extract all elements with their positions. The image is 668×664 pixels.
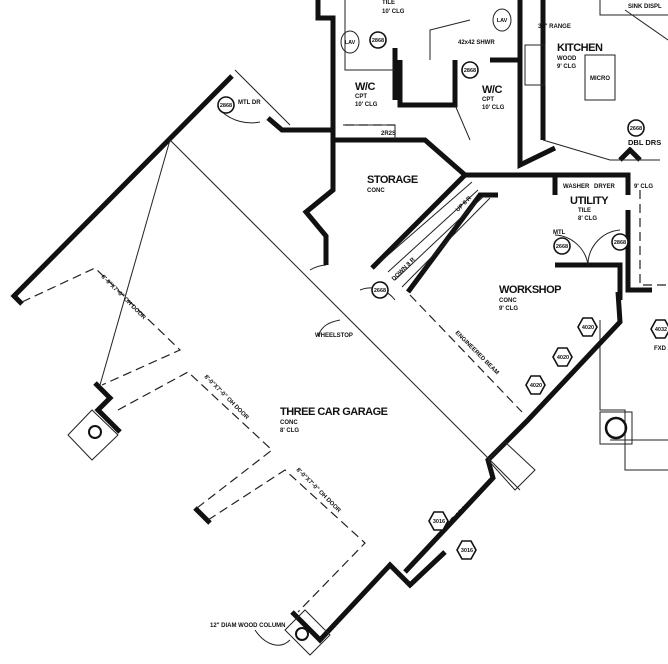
engineered-beam-line (409, 294, 523, 413)
svg-text:2868: 2868 (220, 103, 232, 109)
wic-left-label: W/C (355, 81, 375, 93)
overhead-door-2[interactable] (117, 371, 273, 509)
svg-text:CONC: CONC (367, 188, 385, 194)
svg-text:8'-0"X7'-0" OH DOOR: 8'-0"X7'-0" OH DOOR (100, 274, 147, 321)
svg-text:TILE: TILE (578, 208, 591, 214)
svg-text:FXD ARCH: FXD ARCH (445, 502, 471, 528)
svg-text:2668: 2668 (374, 288, 386, 294)
stair-walls (309, 173, 498, 301)
svg-text:ENGINEERED BEAM: ENGINEERED BEAM (454, 330, 500, 376)
svg-text:LAV: LAV (497, 18, 508, 24)
overhead-door-1[interactable] (21, 267, 182, 386)
garage-label: THREE CAR GARAGE (280, 406, 388, 418)
wic-right-label: W/C (482, 84, 502, 96)
overhead-doors (21, 267, 523, 613)
room-labels: THREE CAR GARAGE CONC 8' CLG STORAGE CON… (280, 0, 666, 434)
svg-text:MTL DR: MTL DR (238, 100, 261, 106)
svg-text:CONC: CONC (280, 420, 298, 426)
svg-text:2668: 2668 (556, 244, 568, 250)
svg-text:MTL: MTL (553, 230, 566, 236)
garage-walls (10, 69, 623, 656)
svg-text:SINK DISPL: SINK DISPL (628, 4, 662, 10)
svg-text:42x42 SHWR: 42x42 SHWR (458, 40, 495, 46)
svg-text:4020: 4020 (582, 325, 594, 331)
svg-text:2868: 2868 (372, 38, 384, 44)
column-icon (295, 627, 309, 641)
svg-text:8' CLG: 8' CLG (280, 428, 299, 434)
svg-text:3016: 3016 (433, 519, 445, 525)
svg-text:4020: 4020 (557, 355, 569, 361)
svg-text:2668: 2668 (630, 126, 642, 132)
kitchen-label: KITCHEN (557, 42, 603, 54)
svg-text:12" DIAM WOOD COLUMN: 12" DIAM WOOD COLUMN (210, 623, 286, 629)
upper-walls (266, 0, 668, 471)
utility-label: UTILITY (570, 195, 609, 207)
svg-text:2R2S: 2R2S (381, 131, 396, 137)
svg-text:CPT: CPT (355, 94, 367, 100)
svg-text:4032: 4032 (655, 327, 667, 333)
svg-text:2868: 2868 (614, 240, 626, 246)
storage-label: STORAGE (367, 174, 418, 186)
svg-text:LAV: LAV (345, 40, 356, 46)
svg-text:9' CLG: 9' CLG (499, 306, 518, 312)
window-tags: 4020 4020 4020 3016 3016 4032 (428, 317, 668, 560)
svg-text:10' CLG: 10' CLG (382, 9, 405, 15)
svg-text:9' CLG: 9' CLG (557, 64, 576, 70)
overhead-door-3[interactable] (207, 469, 366, 613)
svg-text:4020: 4020 (530, 383, 542, 389)
svg-text:CONC: CONC (499, 298, 517, 304)
svg-text:WOOD: WOOD (557, 56, 577, 62)
svg-text:3016: 3016 (461, 548, 473, 554)
svg-text:10' CLG: 10' CLG (355, 102, 378, 108)
svg-text:CPT: CPT (482, 97, 494, 103)
workshop-label: WORKSHOP (499, 284, 561, 296)
svg-text:9' CLG: 9' CLG (634, 184, 653, 190)
svg-text:8'-0"X7'-0" OH DOOR: 8'-0"X7'-0" OH DOOR (295, 467, 342, 514)
door-tags: 2868 2668 2668 2868 2868 2868 2668 (88, 31, 645, 641)
svg-text:8'-0"X7'-0" OH DOOR: 8'-0"X7'-0" OH DOOR (203, 374, 250, 421)
svg-text:WASHER: WASHER (563, 184, 590, 190)
svg-text:FXD ARCH: FXD ARCH (654, 346, 668, 352)
svg-text:MICRO: MICRO (590, 76, 610, 82)
svg-text:36" RANGE: 36" RANGE (538, 24, 571, 30)
column-icon (88, 425, 102, 439)
dbl-drs-note: DBL DRS (628, 138, 661, 147)
svg-text:DRYER: DRYER (594, 184, 615, 190)
svg-text:2868: 2868 (464, 68, 476, 74)
svg-text:8' CLG: 8' CLG (578, 216, 597, 222)
svg-text:TILE: TILE (382, 0, 395, 6)
svg-text:10' CLG: 10' CLG (482, 105, 505, 111)
svg-text:DOWN 8 R: DOWN 8 R (391, 256, 417, 282)
column-icon (604, 416, 628, 440)
svg-text:WHEELSTOP: WHEELSTOP (315, 333, 353, 339)
